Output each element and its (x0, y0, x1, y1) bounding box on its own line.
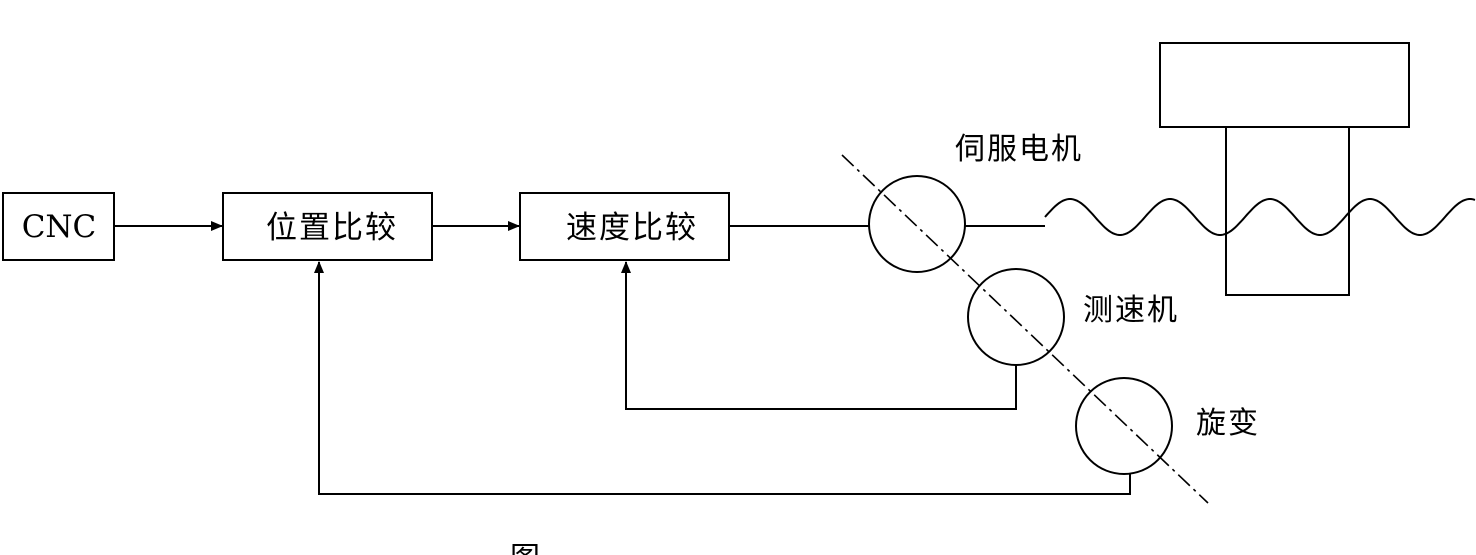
tachometer-label: 测速机 (1083, 293, 1179, 328)
servo-motor-label: 伺服电机 (955, 132, 1083, 167)
shaft-axis (841, 154, 1209, 504)
resolver-label: 旋变 (1196, 406, 1260, 441)
speed-feedback-line (621, 261, 1017, 410)
position-compare-label: 位置比较 (266, 210, 398, 246)
tachometer-circle (967, 268, 1065, 366)
worktable (1159, 42, 1410, 128)
figure-caption: 图 (510, 541, 540, 555)
lead-screw-wave (1044, 198, 1476, 236)
cnc-block: CNC (2, 192, 115, 261)
position-compare-block: 位置比较 (222, 192, 433, 261)
position-feedback-line (314, 261, 1131, 495)
cnc-label: CNC (22, 209, 97, 245)
speed-compare-block: 速度比较 (519, 192, 730, 261)
servo-motor-circle (868, 175, 966, 273)
screw-nut (1225, 126, 1350, 296)
resolver-circle (1075, 377, 1173, 475)
speed-compare-label: 速度比较 (566, 210, 698, 246)
